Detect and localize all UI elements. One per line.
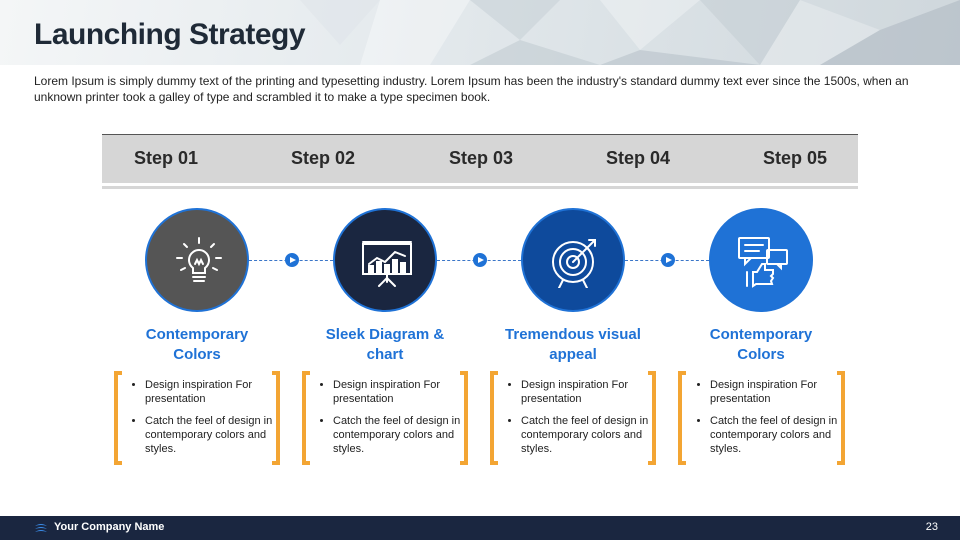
description-text: Lorem Ipsum is simply dummy text of the … [34, 74, 909, 104]
column-title: Tremendous visual appeal [488, 325, 658, 365]
page-title: Launching Strategy [34, 18, 306, 51]
right-bracket [272, 371, 280, 465]
bullet-item: Design inspiration For presentation [521, 378, 649, 406]
column-title: Sleek Diagram & chart [300, 325, 470, 365]
bullet-item: Catch the feel of design in contemporary… [710, 414, 838, 456]
step-circle [145, 208, 249, 312]
column-title-line: Sleek Diagram & [325, 326, 445, 343]
bullet-item: Catch the feel of design in contemporary… [521, 414, 649, 456]
polygon-background [300, 0, 960, 65]
steps-bar: Step 01 Step 02 Step 03 Step 04 Step 05 [102, 134, 858, 186]
left-bracket [678, 371, 686, 465]
column-title-line: Colors [173, 346, 221, 363]
left-bracket [302, 371, 310, 465]
step-label: Step 04 [606, 148, 671, 168]
left-bracket [490, 371, 498, 465]
right-bracket [460, 371, 468, 465]
column-title-line: Tremendous visual [505, 326, 641, 343]
step-label: Step 01 [134, 148, 199, 168]
left-bracket [114, 371, 122, 465]
footer-bar: Your Company Name 23 [0, 516, 960, 540]
company-name: Your Company Name [54, 521, 165, 533]
column-title-line: chart [366, 346, 404, 363]
bullet-item: Design inspiration For presentation [710, 378, 838, 406]
bullet-list: Design inspiration For presentation Catc… [319, 378, 461, 464]
column-title-line: appeal [549, 346, 597, 363]
right-bracket [648, 371, 656, 465]
bullet-list: Design inspiration For presentation Catc… [131, 378, 273, 464]
arrow-right-icon [661, 253, 675, 267]
step-circle [709, 208, 813, 312]
step-label: Step 03 [449, 148, 514, 168]
step-circle [333, 208, 437, 312]
column-title: Contemporary Colors [112, 325, 282, 365]
header-banner: Launching Strategy [0, 0, 960, 65]
presentation-chart-icon [362, 241, 412, 287]
step-label: Step 05 [763, 148, 828, 168]
bullet-item: Catch the feel of design in contemporary… [333, 414, 461, 456]
step-circle [521, 208, 625, 312]
bullet-item: Design inspiration For presentation [145, 378, 273, 406]
column-title-line: Colors [737, 346, 785, 363]
arrow-right-icon [285, 253, 299, 267]
page-number: 23 [925, 521, 938, 533]
step-label: Step 02 [291, 148, 356, 168]
lightbulb-icon [176, 237, 222, 282]
arrow-right-icon [473, 253, 487, 267]
bullet-item: Catch the feel of design in contemporary… [145, 414, 273, 456]
chat-thumbs-up-icon [738, 237, 788, 288]
column-title: Contemporary Colors [676, 325, 846, 365]
bullet-list: Design inspiration For presentation Catc… [507, 378, 649, 464]
right-bracket [837, 371, 845, 465]
column-title-line: Contemporary [145, 326, 249, 343]
column-title-line: Contemporary [709, 326, 813, 343]
target-icon [552, 239, 596, 288]
company-logo-icon [35, 524, 47, 532]
bullet-list: Design inspiration For presentation Catc… [696, 378, 838, 464]
bullet-item: Design inspiration For presentation [333, 378, 461, 406]
